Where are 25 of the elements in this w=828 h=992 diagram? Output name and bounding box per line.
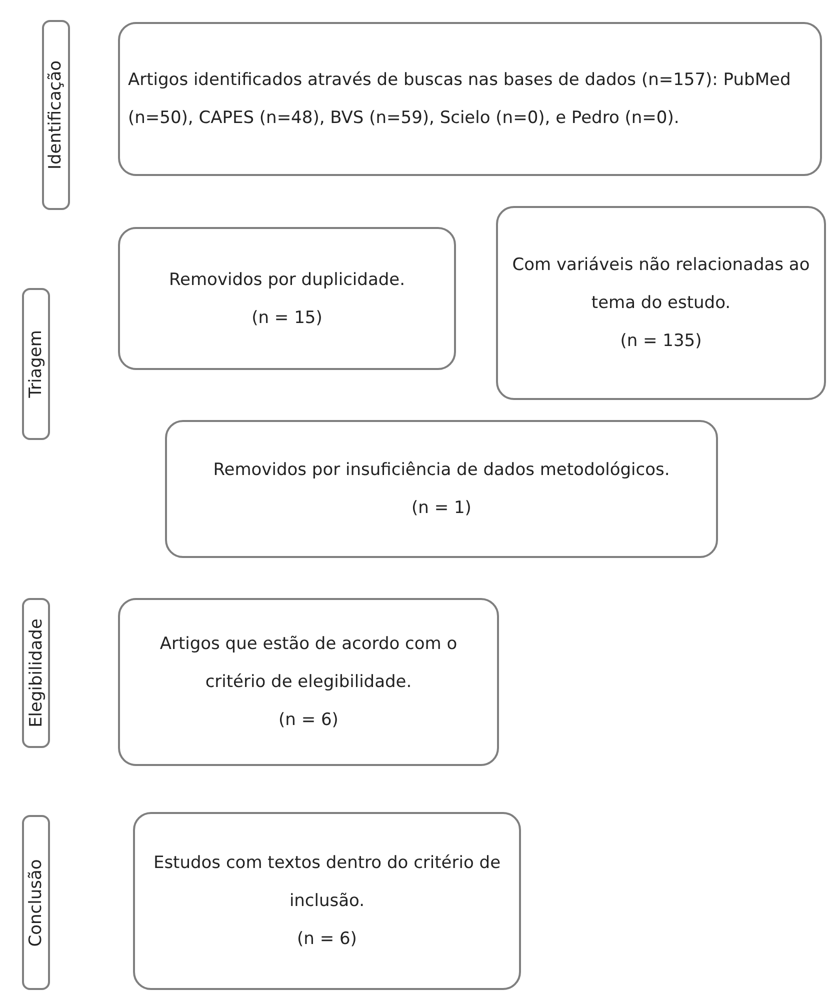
process-box xyxy=(118,598,499,766)
stage-label: Conclusão xyxy=(25,858,47,946)
stage-label-box xyxy=(42,20,70,210)
process-box xyxy=(118,22,822,176)
count-text: (n = 6) xyxy=(296,928,358,951)
stage-label: Triagem xyxy=(25,330,47,398)
box-text: Artigos que estão de acordo com o critério de elegibilidade. xyxy=(158,633,458,694)
box-text: Removidos por duplicidade. xyxy=(168,268,406,292)
stage-label-box xyxy=(22,815,50,990)
stage-label: Identificação xyxy=(45,60,67,170)
count-text: (n = 6) xyxy=(278,709,340,732)
count-text: (n = 1) xyxy=(410,497,472,520)
stage-label-box xyxy=(22,288,50,440)
stage-label-box xyxy=(22,598,50,748)
stage-label: Elegibilidade xyxy=(25,618,47,728)
box-text: Estudos com textos dentro do critério de inclusão. xyxy=(152,852,502,913)
box-text: Removidos por insuficiência de dados metodológicos. xyxy=(212,459,671,482)
process-box xyxy=(496,206,826,400)
count-text: (n = 15) xyxy=(250,306,324,330)
count-text: (n = 135) xyxy=(619,330,703,353)
process-box xyxy=(165,420,718,558)
process-box xyxy=(118,227,456,370)
box-text: Artigos identificados através de buscas nas bases de dados (n=157): PubMed (n=50), CAPES (n=48), BVS (n=59), Scielo (n=0), e Pedro (n=0). xyxy=(127,69,792,130)
process-box xyxy=(133,812,521,990)
box-text: Com variáveis não relacionadas ao tema do estudo. xyxy=(511,254,811,315)
